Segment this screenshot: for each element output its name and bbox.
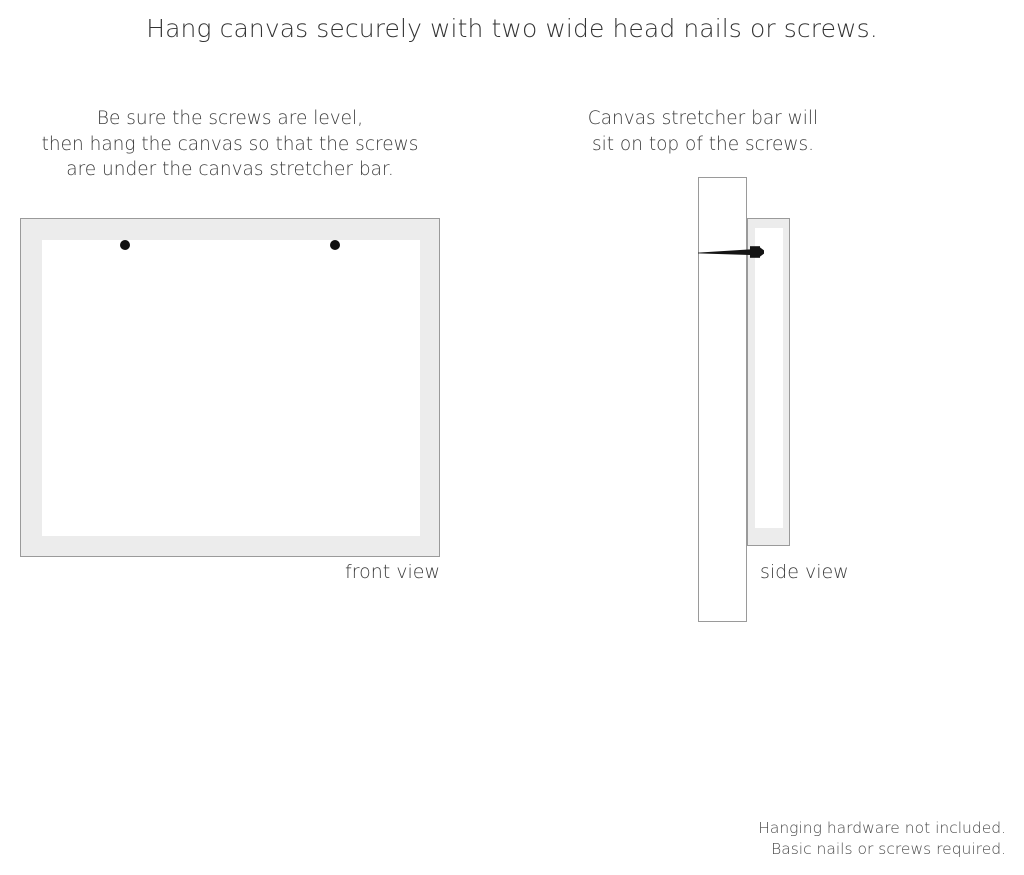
front-view-label: front view xyxy=(345,561,440,583)
caption-line: Canvas stretcher bar will xyxy=(587,108,819,129)
caption-line: sit on top of the screws. xyxy=(591,133,815,155)
footer-line: Hanging hardware not included. xyxy=(758,819,1006,837)
caption-line: are under the canvas stretcher bar. xyxy=(66,159,394,180)
footer-line: Basic nails or screws required. xyxy=(771,839,1006,858)
screw-side-icon xyxy=(698,246,764,258)
screw-head-icon xyxy=(120,240,130,250)
caption-line: Be sure the screws are level, xyxy=(96,108,364,129)
front-view-caption: Be sure the screws are level, then hang … xyxy=(10,106,450,183)
canvas-face xyxy=(42,240,420,536)
caption-line: then hang the canvas so that the screws xyxy=(41,133,419,155)
canvas-stretcher-bar-inner xyxy=(755,228,783,528)
screw-head-icon xyxy=(330,240,340,250)
side-view-diagram xyxy=(690,170,820,630)
side-view-label: side view xyxy=(760,561,849,583)
footer-disclaimer: Hanging hardware not included. Basic nai… xyxy=(586,818,1006,859)
page-title: Hang canvas securely with two wide head … xyxy=(146,14,878,43)
front-view-diagram xyxy=(20,218,440,557)
side-view-caption: Canvas stretcher bar will sit on top of … xyxy=(553,106,853,157)
